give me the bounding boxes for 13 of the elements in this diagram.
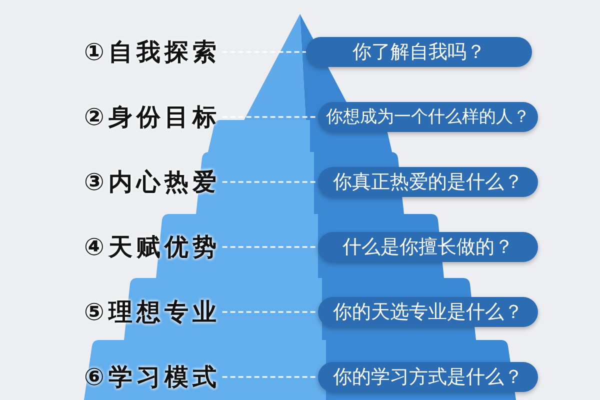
dashed-connector	[222, 311, 318, 313]
question-pill: 你的天选专业是什么？	[318, 297, 538, 327]
question-pill: 什么是你擅长做的？	[318, 232, 538, 262]
question-pill: 你了解自我吗？	[306, 37, 532, 67]
question-pill: 你的学习方式是什么？	[318, 362, 538, 392]
dashed-connector	[222, 246, 318, 248]
question-pill: 你想成为一个什么样的人？	[318, 102, 538, 132]
step-label: ②身份目标	[84, 102, 220, 132]
dashed-connector	[222, 181, 318, 183]
step-label: ①自我探索	[84, 37, 220, 67]
dashed-connector	[222, 376, 318, 378]
question-pill: 你真正热爱的是什么？	[318, 167, 538, 197]
dashed-connector	[222, 116, 318, 118]
